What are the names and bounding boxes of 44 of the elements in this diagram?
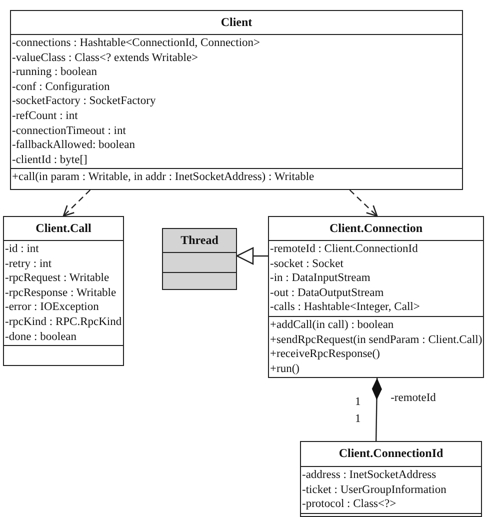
attribute-text: -fallbackAllowed: boolean (12, 138, 135, 153)
class-name: Client.Call (34, 220, 92, 237)
attribute-text: -connections : Hashtable<ConnectionId, Connection> (12, 36, 260, 51)
attribute-text: -rpcRequest : Writable (5, 271, 110, 286)
generalization-arrow (236, 247, 268, 265)
attribute-text: -done : boolean (5, 330, 77, 344)
class-box (268, 216, 484, 378)
attribute-text: -calls : Hashtable<Integer, Call> (270, 300, 420, 315)
attribute-text: -in : DataInputStream (270, 271, 370, 286)
class-name: Client (220, 14, 254, 31)
attribute-text: -valueClass : Class<? extends Writable> (12, 50, 198, 66)
method-text: +sendRpcRequest(in sendParam : Client.Call) (270, 332, 482, 348)
class-box (10, 10, 463, 190)
attribute-text: -socket : Socket (270, 256, 344, 272)
attribute-text: -protocol : Class<?> (302, 497, 396, 512)
attribute-text: -socketFactory : SocketFactory (12, 94, 156, 109)
edge-label: -remoteId (390, 392, 436, 404)
attribute-text: -id : int (5, 242, 39, 257)
dependency-arrow (349, 190, 378, 217)
class-box (300, 441, 482, 517)
attribute-text: -error : IOException (5, 300, 99, 315)
method-text: +addCall(in call) : boolean (270, 318, 394, 333)
attribute-text: -address : InetSocketAddress (302, 468, 436, 483)
method-text: +receiveRpcResponse() (270, 347, 380, 362)
class-name: Client.ConnectionId (338, 445, 444, 462)
attribute-text: -clientId : byte[] (12, 152, 88, 168)
class-box (3, 216, 124, 366)
composition-line (372, 378, 382, 442)
dependency-arrow (62, 190, 91, 217)
attribute-text: -refCount : int (12, 108, 78, 124)
class-box (162, 228, 237, 290)
attribute-text: -conf : Configuration (12, 80, 110, 94)
method-text: +call(in param : Writable, in addr : InetSocketAddress) : Writable (12, 170, 314, 185)
class-name: Client.Connection (328, 220, 424, 237)
attribute-text: -out : DataOutputStream (270, 286, 384, 300)
attribute-text: -remoteId : Client.ConnectionId (270, 242, 418, 257)
attribute-text: -rpcResponse : Writable (5, 286, 116, 300)
attribute-text: -ticket : UserGroupInformation (302, 482, 446, 498)
class-name: Thread (180, 232, 220, 249)
attribute-text: -connectionTimeout : int (12, 124, 126, 138)
attribute-text: -retry : int (5, 256, 52, 272)
attribute-text: -running : boolean (12, 65, 97, 80)
method-text: +run() (270, 362, 300, 376)
attribute-text: -rpcKind : RPC.RpcKind (5, 314, 122, 330)
